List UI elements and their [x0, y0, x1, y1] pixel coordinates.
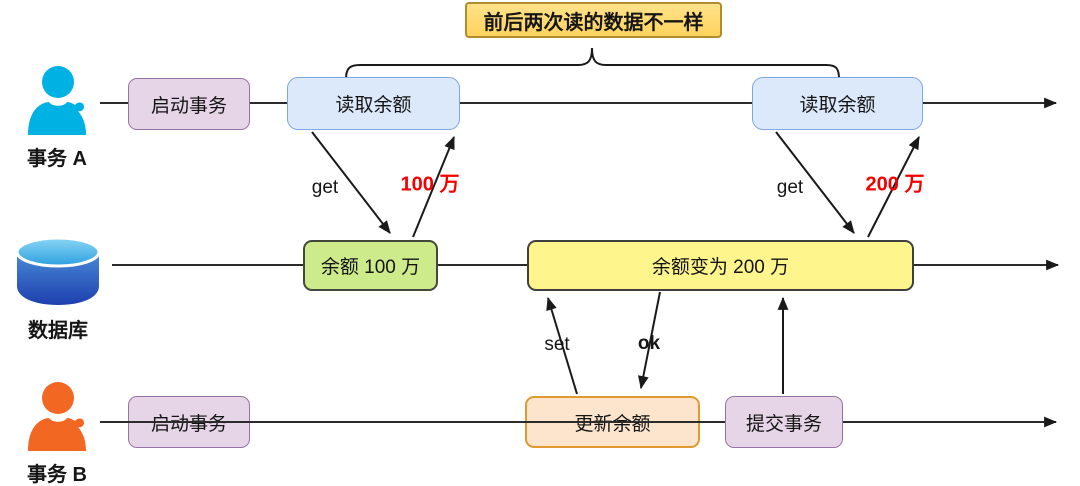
label-ok: ok: [637, 333, 661, 354]
label-result-100: 100 万: [400, 173, 460, 196]
actor-label-database: 数据库: [28, 320, 88, 342]
note-label: 前后两次读的数据不一样: [465, 2, 722, 38]
actor-label-transaction-a: 事务 A: [27, 148, 87, 170]
box-db-balance-100: 余额 100 万: [303, 240, 438, 291]
box-a-read-balance-1: 读取余额: [287, 77, 460, 130]
box-a-start-transaction: 启动事务: [128, 78, 250, 130]
arrow-result-100: [412, 135, 455, 238]
label-get-1: get: [311, 177, 339, 198]
arrow-result-200: [867, 136, 920, 238]
label-result-200: 200 万: [865, 173, 925, 196]
actor-label-transaction-b: 事务 B: [27, 464, 87, 486]
arrow-get-2: [775, 131, 855, 234]
arrow-get-1: [311, 131, 391, 234]
label-get-2: get: [776, 177, 804, 198]
box-db-balance-200: 余额变为 200 万: [527, 240, 914, 291]
brace: [345, 47, 840, 80]
arrow-set: [546, 296, 578, 395]
arrow-ok: [638, 291, 661, 390]
user-icon-transaction-b: [20, 380, 94, 459]
label-set: set: [544, 334, 570, 355]
user-icon-transaction-a: [20, 64, 94, 143]
box-b-commit-transaction: 提交事务: [725, 396, 843, 448]
box-a-read-balance-2: 读取余额: [752, 77, 923, 130]
database-icon: [10, 230, 106, 315]
